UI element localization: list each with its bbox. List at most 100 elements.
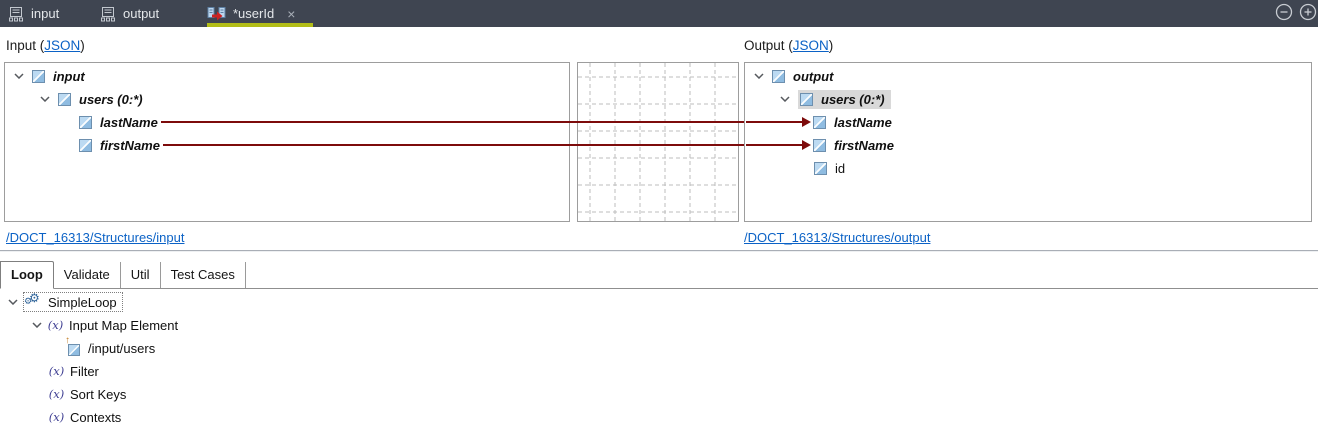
- editor-tab-userid[interactable]: *userId ×: [207, 0, 295, 27]
- input-tree-panel: input users (0:*) lastName firstName: [4, 62, 570, 222]
- tree-node-label[interactable]: output: [793, 68, 834, 84]
- element-icon: [800, 92, 813, 106]
- input-panel-header: Input (JSON): [6, 38, 85, 53]
- section-divider: [0, 250, 1318, 251]
- mapping-line: [736, 121, 745, 123]
- input-structure-link[interactable]: /DOCT_16313/Structures/input: [6, 230, 185, 245]
- tree-node-label[interactable]: lastName: [100, 114, 158, 130]
- element-icon: [772, 69, 785, 83]
- tree-node-label[interactable]: input: [53, 68, 85, 84]
- grid-lines: [578, 63, 738, 221]
- close-icon[interactable]: ×: [287, 5, 296, 22]
- tree-row-firstname[interactable]: firstName: [746, 134, 1310, 156]
- tree-row-users[interactable]: users (0:*): [6, 88, 568, 110]
- output-json-link[interactable]: JSON: [792, 38, 829, 53]
- link-decorator-icon: ↑: [65, 334, 70, 346]
- tree-row-contexts[interactable]: (x) Contexts: [0, 406, 1318, 428]
- mapping-line: [746, 144, 802, 146]
- editor-tab-output[interactable]: output: [100, 0, 159, 27]
- selected-row-outline[interactable]: ⚙ ⚙ SimpleLoop: [23, 291, 123, 312]
- tree-row-lastname[interactable]: lastName: [746, 111, 1310, 133]
- tree-row-input[interactable]: input: [6, 65, 568, 87]
- structure-icon: [100, 6, 116, 22]
- active-tab-underline: [207, 23, 313, 27]
- tree-row-lastname[interactable]: lastName: [6, 111, 568, 133]
- mapping-line: [566, 121, 579, 123]
- bottom-tab-bar: Loop Validate Util Test Cases: [0, 259, 1318, 289]
- tree-node-label[interactable]: Input Map Element: [69, 317, 179, 333]
- chevron-down-icon[interactable]: [14, 73, 24, 79]
- tree-node-label[interactable]: Sort Keys: [70, 386, 127, 402]
- tab-validate[interactable]: Validate: [54, 262, 121, 288]
- expression-icon: (x): [48, 387, 65, 401]
- tree-row-input-users-path[interactable]: ↑ /input/users: [0, 335, 1318, 359]
- input-header-text-close: ): [80, 38, 85, 53]
- expand-icon[interactable]: [1299, 3, 1317, 21]
- element-icon: [79, 115, 92, 129]
- editor-tab-bar: input output *userId ×: [0, 0, 1318, 27]
- chevron-down-icon[interactable]: [754, 73, 764, 79]
- input-json-link[interactable]: JSON: [44, 38, 81, 53]
- mapping-line[interactable]: [162, 144, 568, 146]
- output-structure-link[interactable]: /DOCT_16313/Structures/output: [744, 230, 931, 245]
- mapped-element-icon: ↑: [65, 335, 80, 356]
- tree-node-label[interactable]: id: [835, 160, 846, 176]
- element-icon: [813, 138, 826, 152]
- tree-row-simpleloop[interactable]: ⚙ ⚙ SimpleLoop: [0, 291, 1318, 313]
- tree-row-input-map-element[interactable]: (x) Input Map Element: [0, 314, 1318, 336]
- tree-node-label[interactable]: Contexts: [70, 409, 122, 425]
- tree-row-filter[interactable]: (x) Filter: [0, 360, 1318, 382]
- mapping-icon: [207, 6, 226, 21]
- tab-loop[interactable]: Loop: [0, 261, 54, 289]
- element-square: [68, 343, 80, 356]
- expression-icon: (x): [47, 318, 64, 332]
- input-header-text: Input (: [6, 38, 45, 53]
- element-icon: [79, 138, 92, 152]
- tree-node-label[interactable]: SimpleLoop: [48, 294, 117, 310]
- structure-icon: [8, 6, 24, 22]
- tree-row-id[interactable]: id: [746, 157, 1310, 179]
- tree-row-firstname[interactable]: firstName: [6, 134, 568, 156]
- mapping-grid-panel: [577, 62, 739, 222]
- tree-node-label[interactable]: firstName: [834, 137, 894, 153]
- element-icon: [813, 115, 826, 129]
- tree-node-label[interactable]: lastName: [834, 114, 892, 130]
- mapping-arrowhead-icon: [802, 140, 811, 150]
- tree-row-output[interactable]: output: [746, 65, 1310, 87]
- gear-glyph: ⚙: [24, 297, 33, 307]
- mapping-line[interactable]: [578, 121, 738, 123]
- element-icon: [814, 161, 827, 175]
- mapping-line: [736, 144, 745, 146]
- tree-node-label[interactable]: users (0:*): [79, 91, 143, 107]
- output-tree-panel: output users (0:*) lastName firstName id: [744, 62, 1312, 222]
- tree-node-label[interactable]: firstName: [100, 137, 160, 153]
- element-icon: [32, 69, 45, 83]
- tree-node-label[interactable]: Filter: [70, 363, 99, 379]
- editor-tab-label: output: [123, 6, 160, 21]
- tree-row-users-selected[interactable]: users (0:*): [746, 88, 1310, 110]
- tree-node-label[interactable]: users (0:*): [821, 91, 885, 107]
- editor-tab-input[interactable]: input: [8, 0, 59, 27]
- editor-tab-label: *userId: [233, 6, 275, 21]
- tab-test-cases[interactable]: Test Cases: [161, 262, 246, 288]
- mapping-line[interactable]: [578, 144, 738, 146]
- chevron-down-icon[interactable]: [8, 299, 18, 305]
- gear-glyph: ⚙: [29, 291, 40, 305]
- output-header-text-close: ): [828, 38, 834, 53]
- mapping-line: [746, 121, 802, 123]
- gears-icon: ⚙ ⚙: [24, 291, 42, 310]
- tree-row-sort-keys[interactable]: (x) Sort Keys: [0, 383, 1318, 405]
- mapping-line[interactable]: [160, 121, 568, 123]
- chevron-down-icon[interactable]: [32, 322, 42, 328]
- tree-node-label[interactable]: /input/users: [88, 340, 156, 356]
- mapping-arrowhead-icon: [802, 117, 811, 127]
- editor-tab-label: input: [31, 6, 60, 21]
- collapse-icon[interactable]: [1275, 3, 1293, 21]
- output-header-text: Output (: [744, 38, 793, 53]
- output-panel-header: Output (JSON): [744, 38, 833, 53]
- chevron-down-icon[interactable]: [780, 96, 790, 102]
- tab-util[interactable]: Util: [121, 262, 161, 288]
- loop-tree: ⚙ ⚙ SimpleLoop (x) Input Map Element ↑ /…: [0, 290, 1318, 447]
- chevron-down-icon[interactable]: [40, 96, 50, 102]
- selected-node-highlight[interactable]: users (0:*): [798, 89, 891, 109]
